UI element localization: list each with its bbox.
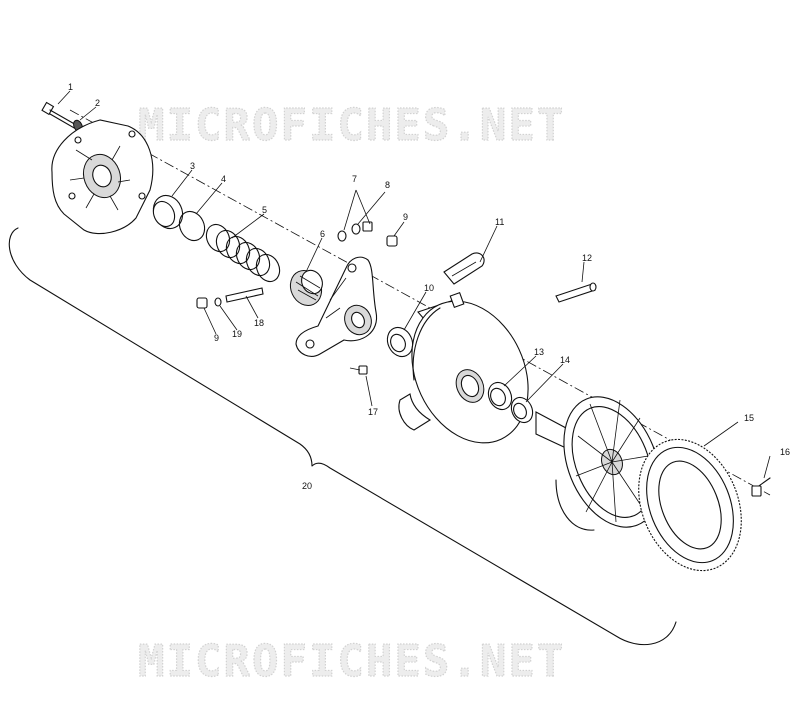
fixed-sheave [535,396,661,531]
part-12-shaft-pin [555,282,597,303]
callout-8: 8 [385,180,390,190]
watermark-top: MICROFICHES.NET [138,100,565,151]
callout-19: 19 [232,329,242,339]
callout-5: 5 [262,205,267,215]
callout-14: 14 [560,355,570,365]
part-4-snap-ring [178,210,206,242]
part-8-nut [362,221,373,232]
part-6-spring-cup [289,269,323,307]
spider-arm [295,256,378,357]
part-10-washer [386,326,414,358]
callout-9-upper: 9 [403,212,408,222]
part-1-bolt [41,101,79,130]
part-18-pin [225,287,264,303]
callout-13: 13 [534,347,544,357]
part-11-clip [443,252,485,285]
part-9-cap-lower [196,297,208,309]
part-19-ring [214,297,222,307]
part-5-spring [205,223,281,283]
part-17-screw [349,365,368,375]
leader-lines [57,90,771,479]
part-3-bushing [152,194,184,230]
part-14-washer [510,396,534,424]
callout-12: 12 [582,253,592,263]
callout-16: 16 [780,447,790,457]
callout-7: 7 [352,174,357,184]
callout-1: 1 [68,82,73,92]
callout-17: 17 [368,407,378,417]
callout-10: 10 [424,283,434,293]
watermark-bottom: MICROFICHES.NET [138,636,565,687]
callout-18: 18 [254,318,264,328]
callout-20: 20 [302,481,312,491]
part-15-ring-gear [638,438,742,572]
part-13-bushing [487,381,513,411]
cover-plate [51,119,154,235]
part-7-washer [337,223,361,242]
assembly-bracket [8,227,677,646]
callout-6: 6 [320,229,325,239]
part-16-bolt [751,477,771,497]
moveable-sheave [398,291,529,444]
callout-2: 2 [95,98,100,108]
callout-3: 3 [190,161,195,171]
callout-9-lower: 9 [214,333,219,343]
callout-11: 11 [495,217,504,227]
callout-15: 15 [744,413,754,423]
callout-4: 4 [221,174,226,184]
part-9-cap-upper [386,235,398,247]
